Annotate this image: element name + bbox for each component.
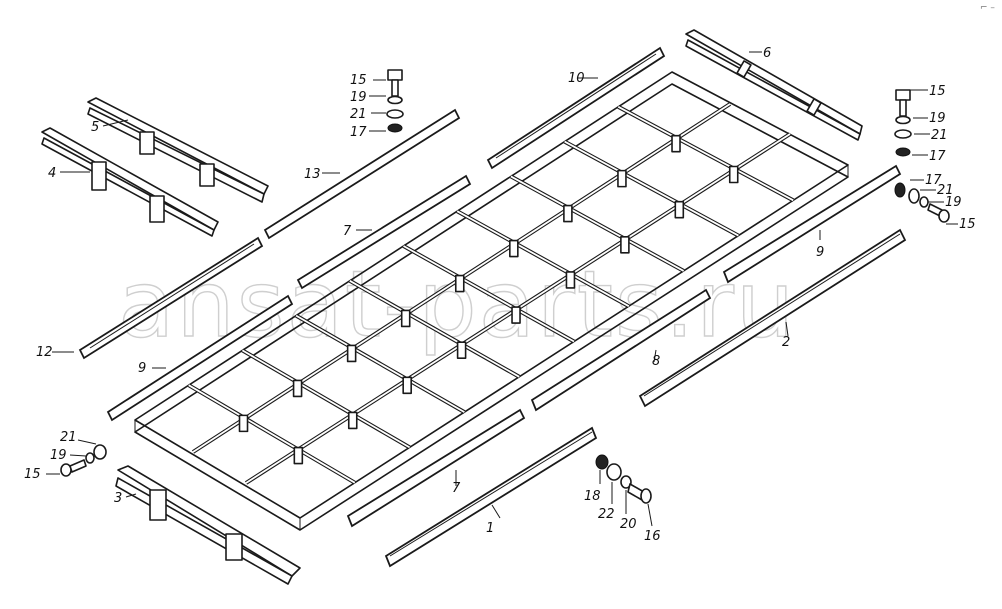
frame-cross-member <box>456 210 630 307</box>
frame-bracket <box>293 446 304 465</box>
label-6: 6 <box>763 46 771 61</box>
label-9-right: 9 <box>816 245 824 260</box>
part-6-beam <box>685 29 863 141</box>
fastener-stack-bottom-center <box>595 454 652 504</box>
fastener-stack-bottom-left <box>60 444 107 477</box>
frame-bracket <box>563 204 573 223</box>
label-15-bottom-left: 15 <box>24 467 41 482</box>
leader-lines <box>46 51 958 527</box>
part-7-upper-rail <box>296 174 472 290</box>
frame-cross-member <box>295 314 465 413</box>
label-16: 16 <box>644 529 661 544</box>
part-9-left-rail <box>106 294 294 422</box>
label-19-top-left: 19 <box>350 90 367 105</box>
part-2-rail <box>638 228 907 408</box>
label-2: 2 <box>782 335 790 350</box>
label-17-right: 17 <box>925 173 942 188</box>
label-17-top-left: 17 <box>350 125 367 140</box>
label-8: 8 <box>652 354 660 369</box>
frame-bracket <box>674 200 685 219</box>
frame-bracket <box>565 271 576 289</box>
label-1: 1 <box>486 521 494 536</box>
part-12-rail <box>78 236 264 360</box>
label-5: 5 <box>91 120 99 135</box>
part-5-beam <box>87 97 269 203</box>
frame-cross-member <box>510 175 685 272</box>
corner-mark: ⌐ – <box>980 3 995 13</box>
frame-bracket <box>509 239 519 258</box>
fastener-stack-right <box>894 182 950 223</box>
frame-cross-member <box>564 140 739 237</box>
label-21-top-right: 21 <box>931 128 948 143</box>
frame-cross-member <box>188 384 356 484</box>
label-19-top-right: 19 <box>929 111 946 126</box>
fastener-stack-top-right <box>894 89 912 157</box>
frame-cross-member <box>349 280 520 378</box>
frame-cross-member <box>241 349 411 449</box>
label-21-right: 21 <box>937 183 954 198</box>
frame-bracket <box>456 341 467 359</box>
frame-bracket <box>402 376 412 395</box>
part-13-rail <box>263 108 461 240</box>
fastener-stack-top-left <box>386 69 404 133</box>
frame-bracket <box>292 379 303 398</box>
frame-bracket <box>238 414 249 433</box>
label-9-left: 9 <box>138 361 146 376</box>
part-8-rail <box>530 288 712 412</box>
label-19-bottom-left: 19 <box>50 448 67 463</box>
frame-bracket <box>728 165 739 184</box>
label-7-lower: 7 <box>452 481 461 496</box>
label-20: 20 <box>620 517 637 532</box>
frame-cross-members <box>187 105 795 485</box>
part-10-rail <box>486 46 666 170</box>
label-17-top-right: 17 <box>929 149 946 164</box>
part-4-beam <box>41 127 219 237</box>
frame-bracket <box>346 344 357 363</box>
part-3-beam <box>115 465 301 585</box>
part-7-lower-rail <box>346 408 526 528</box>
label-12: 12 <box>36 345 53 360</box>
label-19-right: 19 <box>945 195 962 210</box>
label-10: 10 <box>568 71 585 86</box>
label-4: 4 <box>48 166 56 181</box>
label-13: 13 <box>304 167 321 182</box>
frame-cross-member <box>617 106 794 202</box>
label-15-top-right: 15 <box>929 84 946 99</box>
label-21-bottom-left: 21 <box>60 430 77 445</box>
frame-bracket <box>620 235 630 254</box>
part-1-rail <box>384 426 598 568</box>
part-9-right-rail <box>722 164 902 284</box>
frame-bracket <box>617 169 627 188</box>
callout-labels: 1 2 3 4 5 6 7 7 8 9 9 10 12 13 15 19 21 … <box>24 46 976 544</box>
label-7-upper: 7 <box>343 224 352 239</box>
label-18: 18 <box>584 489 601 504</box>
frame-bracket <box>671 134 681 153</box>
frame-bracket <box>511 306 521 324</box>
frame-bracket <box>347 411 358 430</box>
frame-bracket <box>400 309 411 328</box>
label-15-right: 15 <box>959 217 976 232</box>
platform-frame <box>134 71 849 531</box>
frame-bracket <box>454 274 465 293</box>
label-3: 3 <box>114 491 122 506</box>
frame-cross-member <box>403 245 575 343</box>
label-21-top-left: 21 <box>350 107 367 122</box>
label-22: 22 <box>598 507 615 522</box>
label-15-top-left: 15 <box>350 73 367 88</box>
